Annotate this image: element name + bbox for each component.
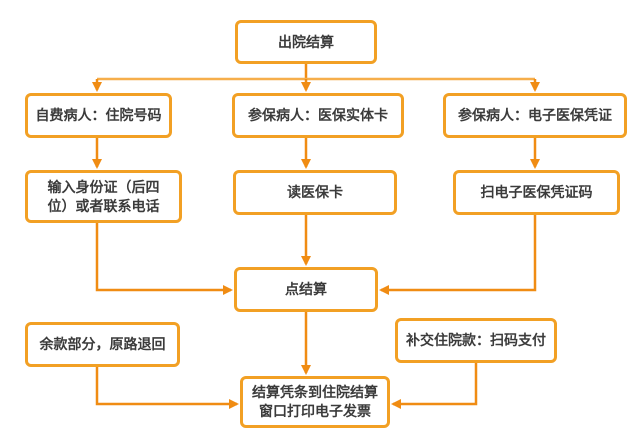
flow-node-pay-extra-scan-code: 补交住院款：扫码支付	[395, 318, 557, 363]
arrow-scan-code-to-settle	[379, 215, 537, 295]
flow-node-discharge-settlement: 出院结算	[235, 20, 377, 64]
flow-node-print-e-invoice: 结算凭条到住院结算 窗口打印电子发票	[240, 376, 390, 428]
flow-node-self-pay-patient: 自费病人：住院号码	[25, 93, 172, 138]
flow-node-click-settle: 点结算	[234, 267, 378, 312]
flow-node-insured-physical-card: 参保病人：医保实体卡	[232, 93, 404, 138]
flow-node-read-insurance-card: 读医保卡	[233, 170, 397, 215]
arrow-refund-to-print-invoice	[95, 367, 239, 409]
flow-node-insured-e-certificate: 参保病人：电子医保凭证	[443, 93, 627, 138]
flow-node-scan-e-certificate-code: 扫电子医保凭证码	[453, 170, 620, 215]
arrow-pay-extra-to-print-invoice	[391, 363, 478, 409]
flow-node-enter-id-or-phone: 输入身份证（后四 位）或者联系电话	[25, 170, 182, 223]
flow-node-balance-refund: 余款部分，原路退回	[25, 322, 180, 367]
arrow-enter-id-to-settle	[95, 223, 233, 295]
